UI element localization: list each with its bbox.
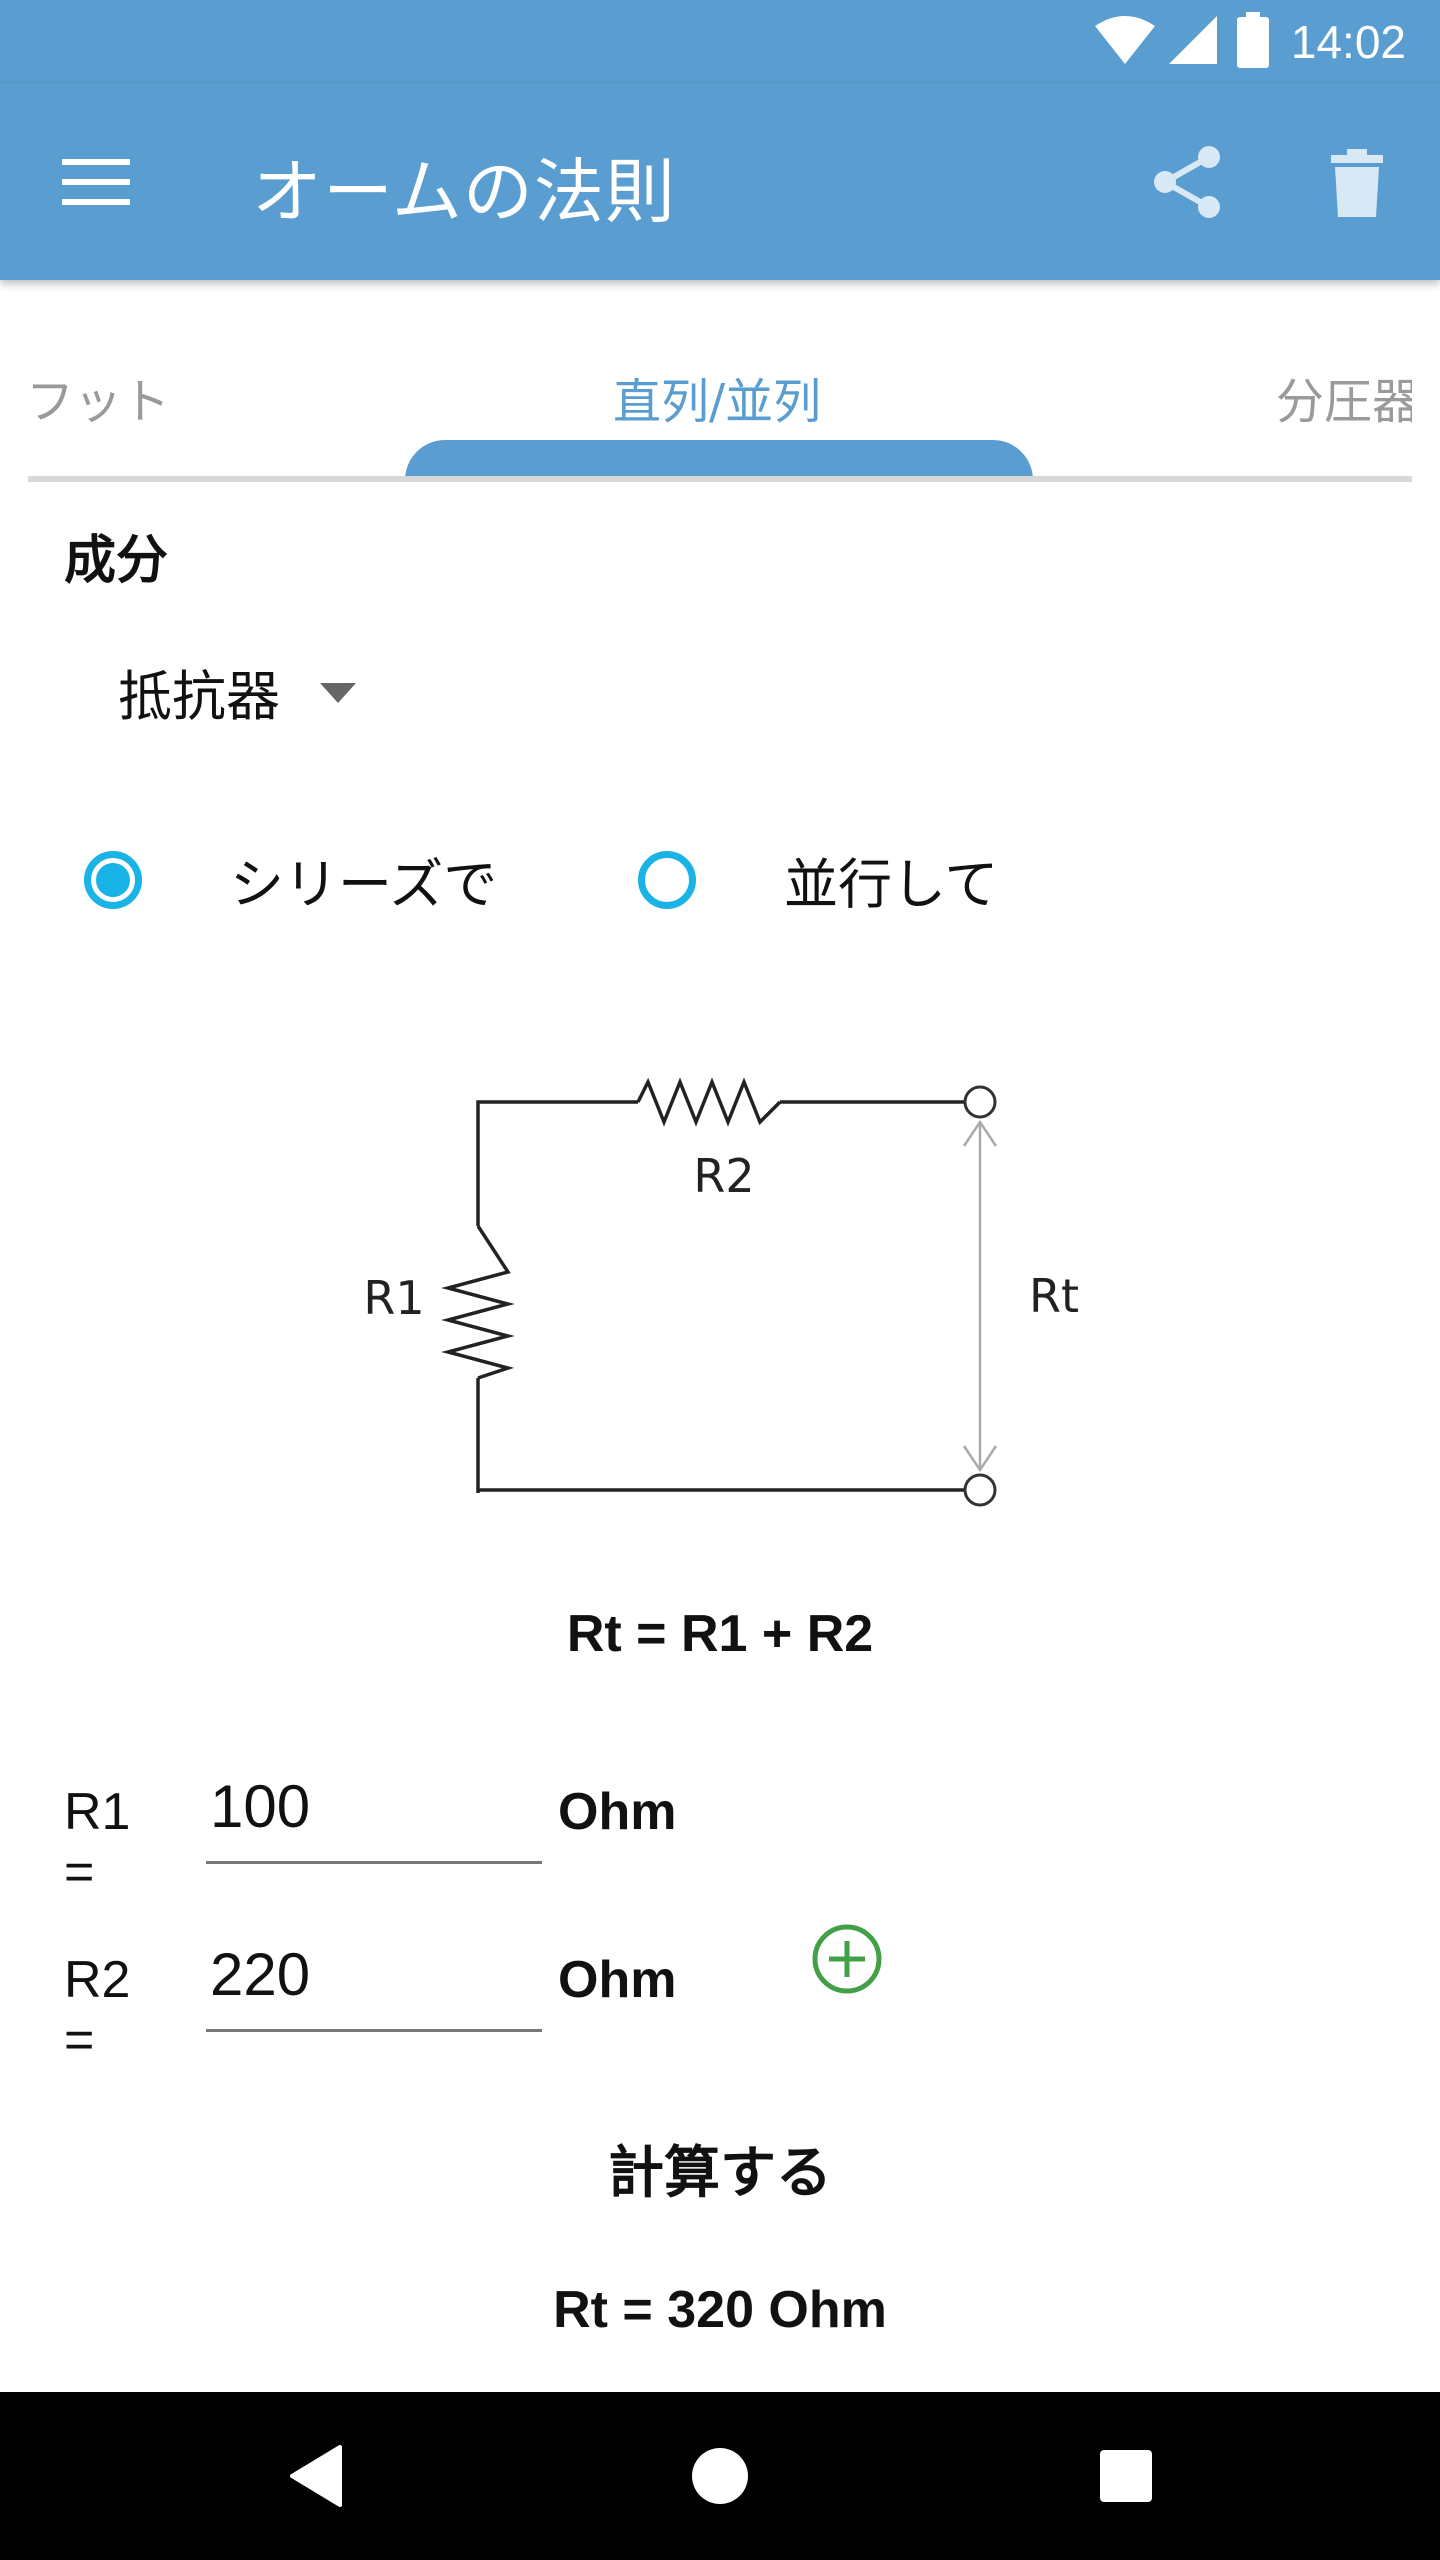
trash-icon[interactable] bbox=[1320, 144, 1394, 222]
add-resistor-icon[interactable] bbox=[810, 1922, 884, 1996]
r1-unit: Ohm bbox=[558, 1783, 677, 1841]
component-dropdown-value: 抵抗器 bbox=[118, 665, 280, 728]
formula: Rt = R1 + R2 bbox=[566, 1605, 874, 1663]
radio-series[interactable]: シリーズで bbox=[84, 840, 497, 919]
menu-icon[interactable] bbox=[56, 150, 138, 214]
radio-parallel-label: 並行して bbox=[784, 853, 999, 916]
tab-voltage-divider[interactable]: 分圧器 bbox=[1276, 374, 1412, 430]
share-icon[interactable] bbox=[1150, 142, 1226, 222]
label-rt: Rt bbox=[1029, 1269, 1079, 1323]
r2-label: R2 = bbox=[64, 1951, 131, 2069]
label-r1: R1 bbox=[363, 1271, 424, 1325]
radio-parallel-button[interactable] bbox=[638, 850, 696, 909]
navigation-bar bbox=[0, 2392, 1440, 2560]
tab-divider bbox=[28, 476, 1412, 482]
tab-indicator bbox=[405, 440, 1033, 480]
tab-foot[interactable]: フット bbox=[28, 374, 171, 430]
app-bar: オームの法則 bbox=[0, 84, 1440, 280]
calculate-button[interactable]: 計算する bbox=[608, 2141, 832, 2206]
radio-series-label: シリーズで bbox=[230, 853, 498, 916]
battery-icon bbox=[1236, 12, 1269, 72]
r1-label: R1 = bbox=[64, 1783, 131, 1901]
tab-bar: フット 直列/並列 分圧器 bbox=[28, 300, 1412, 480]
status-time: 14:02 bbox=[1290, 16, 1406, 68]
label-r2: R2 bbox=[693, 1149, 754, 1203]
wifi-icon bbox=[1093, 14, 1157, 70]
r2-input[interactable]: 220 bbox=[206, 1940, 542, 2032]
recents-icon[interactable] bbox=[1086, 2436, 1166, 2516]
page-title: オームの法則 bbox=[252, 151, 676, 233]
tab-series-parallel[interactable]: 直列/並列 bbox=[613, 374, 822, 430]
status-bar: 14:02 bbox=[0, 0, 1440, 84]
dropdown-arrow-icon bbox=[320, 682, 356, 707]
status-icons: 14:02 bbox=[1093, 10, 1406, 74]
signal-icon bbox=[1167, 14, 1219, 70]
circuit-diagram: R2 R1 Rt bbox=[0, 1040, 1440, 1540]
radio-parallel[interactable]: 並行して bbox=[638, 840, 998, 919]
component-dropdown[interactable]: 抵抗器 bbox=[118, 652, 356, 731]
r1-input[interactable]: 100 bbox=[206, 1772, 542, 1864]
home-icon[interactable] bbox=[680, 2436, 760, 2516]
back-icon[interactable] bbox=[276, 2436, 356, 2516]
radio-series-button[interactable] bbox=[84, 850, 142, 909]
r2-unit: Ohm bbox=[558, 1951, 677, 2009]
component-label: 成分 bbox=[64, 531, 169, 591]
result-text: Rt = 320 Ohm bbox=[553, 2281, 887, 2339]
